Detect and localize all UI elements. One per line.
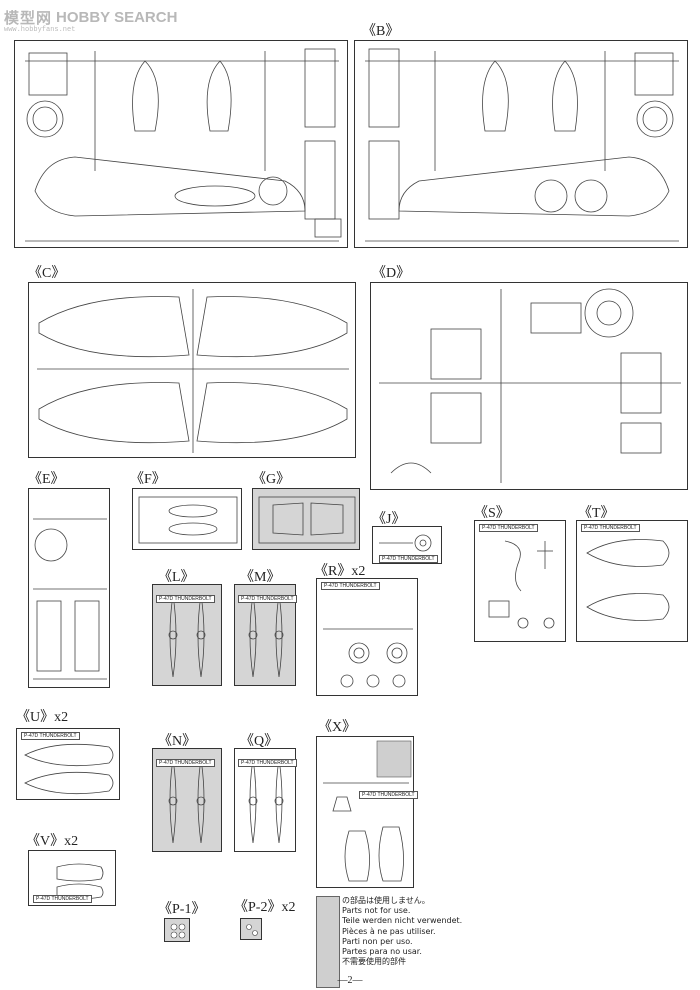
label-s: 《S》 (474, 506, 510, 521)
sprue-u-drawing (24, 743, 114, 795)
sprue-n-panel: P-47D THUNDERBOLT (152, 748, 222, 852)
sprue-s-panel: P-47D THUNDERBOLT (474, 520, 566, 642)
sprue-d-panel (370, 282, 688, 490)
page-number: —2— (337, 975, 363, 986)
sprue-x-drawing (323, 740, 412, 882)
kit-tag-l: P-47D THUNDERBOLT (156, 595, 215, 603)
sprue-t-panel: P-47D THUNDERBOLT (576, 520, 688, 642)
sprue-c-panel (28, 282, 356, 458)
sprue-x-panel: P-47D THUNDERBOLT (316, 736, 418, 888)
sprue-l-drawing (168, 594, 206, 678)
sprue-s-drawing (488, 540, 555, 629)
sprue-r-panel: P-47D THUNDERBOLT (316, 578, 418, 696)
label-p2: 《P-2》x2 (234, 900, 296, 915)
sprue-n-drawing (168, 758, 206, 844)
sprue-a-panel (14, 40, 348, 248)
sprue-d-drawing (379, 288, 681, 483)
label-v: 《V》x2 (26, 834, 79, 849)
sprue-e-drawing (33, 518, 107, 680)
sprue-j-drawing (379, 534, 432, 552)
label-u: 《U》x2 (16, 710, 69, 725)
sprue-a-drawing (25, 48, 342, 242)
sprue-u-panel: P-47D THUNDERBOLT (16, 728, 120, 800)
sprue-p1-panel (164, 918, 190, 942)
logo-cn-text: 模型网 (4, 8, 53, 27)
label-c: 《C》 (28, 266, 66, 281)
kit-tag-n: P-47D THUNDERBOLT (156, 759, 215, 767)
sprue-j-panel: P-47D THUNDERBOLT (372, 526, 442, 564)
kit-tag-v: P-47D THUNDERBOLT (33, 895, 92, 903)
label-t: 《T》 (578, 506, 615, 521)
note-line-de: Teile werden nicht verwendet. (342, 916, 463, 926)
label-l: 《L》 (158, 570, 195, 585)
label-x: 《X》 (318, 720, 357, 735)
kit-tag-x: P-47D THUNDERBOLT (359, 791, 418, 799)
sprue-e-panel (28, 488, 110, 688)
sprue-q-drawing (248, 758, 284, 844)
logo-en-text: HOBBY SEARCH (56, 8, 178, 26)
sprue-q-panel: P-47D THUNDERBOLT (234, 748, 297, 852)
label-m: 《M》 (240, 570, 281, 585)
sprue-g-panel (252, 488, 360, 550)
sprue-v-panel: P-47D THUNDERBOLT (28, 850, 116, 906)
sprue-p1-drawing (170, 923, 186, 939)
sprue-m-drawing (248, 594, 284, 678)
kit-tag-m: P-47D THUNDERBOLT (238, 595, 297, 603)
note-line-es: Partes para no usar. (342, 947, 422, 957)
kit-tag-r: P-47D THUNDERBOLT (321, 582, 380, 590)
kit-tag-q: P-47D THUNDERBOLT (238, 759, 297, 767)
note-line-en: Parts not for use. (342, 906, 411, 916)
sprue-p2-panel (240, 918, 262, 940)
sprue-r-drawing (323, 628, 413, 688)
sprue-m-panel: P-47D THUNDERBOLT (234, 584, 297, 686)
label-j: 《J》 (372, 512, 406, 527)
unused-parts-note: の部品は使用しません。 Parts not for use. Teile wer… (342, 896, 462, 967)
label-p1: 《P-1》 (158, 902, 206, 917)
label-r: 《R》x2 (314, 564, 366, 579)
sprue-p2-drawing (246, 924, 258, 936)
sprue-g-drawing (258, 496, 356, 544)
logo-url-text: www.hobbyfans.net (4, 26, 76, 34)
label-q: 《Q》 (240, 734, 279, 749)
sprue-c-drawing (37, 289, 349, 453)
kit-tag-s: P-47D THUNDERBOLT (479, 524, 538, 532)
sprue-t-drawing (586, 539, 670, 621)
kit-tag-j: P-47D THUNDERBOLT (379, 555, 438, 563)
label-d: 《D》 (372, 266, 411, 281)
label-f: 《F》 (130, 472, 166, 487)
note-line-zh: 不需要使用的部件 (342, 957, 406, 967)
label-e: 《E》 (28, 472, 65, 487)
sprue-f-panel (132, 488, 242, 550)
label-n: 《N》 (158, 734, 197, 749)
sprue-b-panel (354, 40, 688, 248)
sprue-b-drawing (365, 48, 679, 242)
kit-tag-t: P-47D THUNDERBOLT (581, 524, 640, 532)
label-b: 《B》 (362, 24, 400, 39)
sprue-l-panel: P-47D THUNDERBOLT (152, 584, 222, 686)
unused-parts-swatch (316, 896, 340, 988)
sprue-f-drawing (138, 496, 238, 544)
note-line-fr: Pièces à ne pas utiliser. (342, 926, 436, 936)
note-line-ja: の部品は使用しません。 (342, 896, 430, 905)
site-logo: 模型网 HOBBY SEARCH (4, 2, 177, 32)
label-g: 《G》 (252, 472, 291, 487)
kit-tag-u: P-47D THUNDERBOLT (21, 732, 80, 740)
note-line-it: Parti non per uso. (342, 936, 413, 946)
